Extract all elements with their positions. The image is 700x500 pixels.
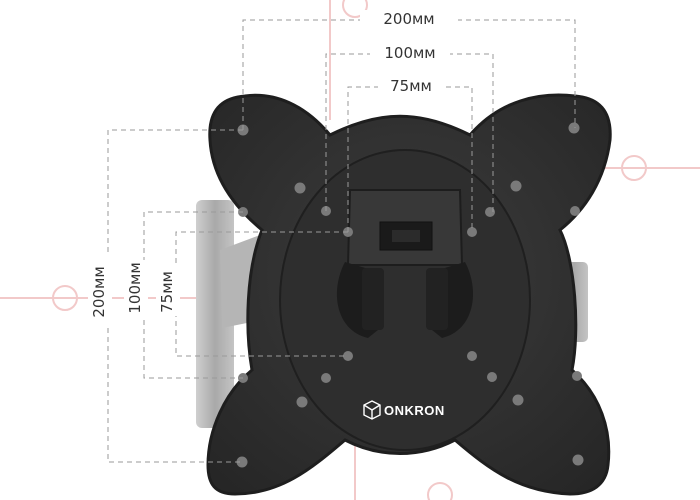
brand-name: ONKRON <box>384 403 445 418</box>
hole-200-bottom-right <box>572 454 584 466</box>
mounting-holes <box>236 122 584 468</box>
watermark-circle-bottom <box>427 482 453 500</box>
hole-100-bottom-far-right <box>572 371 582 381</box>
watermark-circle-top <box>342 0 368 18</box>
hook-slots <box>336 262 474 338</box>
label-h-75: 75мм <box>390 77 432 95</box>
hole-extra-3 <box>296 396 308 408</box>
center-disc <box>279 149 531 451</box>
hole-extra-2 <box>510 180 522 192</box>
onkron-cube-icon <box>363 400 381 420</box>
hole-100-bottom-mid <box>321 373 331 383</box>
brand-logo: ONKRON <box>363 400 445 420</box>
hole-100-bottom-right <box>487 372 497 382</box>
hole-extra-1 <box>294 182 306 194</box>
label-h-100: 100мм <box>384 44 435 62</box>
top-latch <box>346 189 464 266</box>
hole-100-top-far-right <box>570 206 580 216</box>
label-v-200: 200мм <box>90 266 108 317</box>
hole-75-bottom-right <box>467 351 477 361</box>
hole-75-top-right <box>467 227 477 237</box>
hole-200-top-right <box>568 122 580 134</box>
hole-75-bottom-left <box>343 351 353 361</box>
slot-inner-left <box>362 268 384 330</box>
vertical-dimension-labels: 200мм 100мм 75мм <box>88 255 180 325</box>
dim-h-200 <box>242 19 576 130</box>
hole-extra-4 <box>512 394 524 406</box>
hole-200-bottom-left <box>236 456 248 468</box>
label-v-100: 100мм <box>126 262 144 313</box>
label-v-75: 75мм <box>158 271 176 313</box>
label-h-200: 200мм <box>383 10 434 28</box>
slot-inner-right <box>426 268 448 330</box>
horizontal-dimension-labels: 200мм 100мм 75мм <box>360 10 458 97</box>
